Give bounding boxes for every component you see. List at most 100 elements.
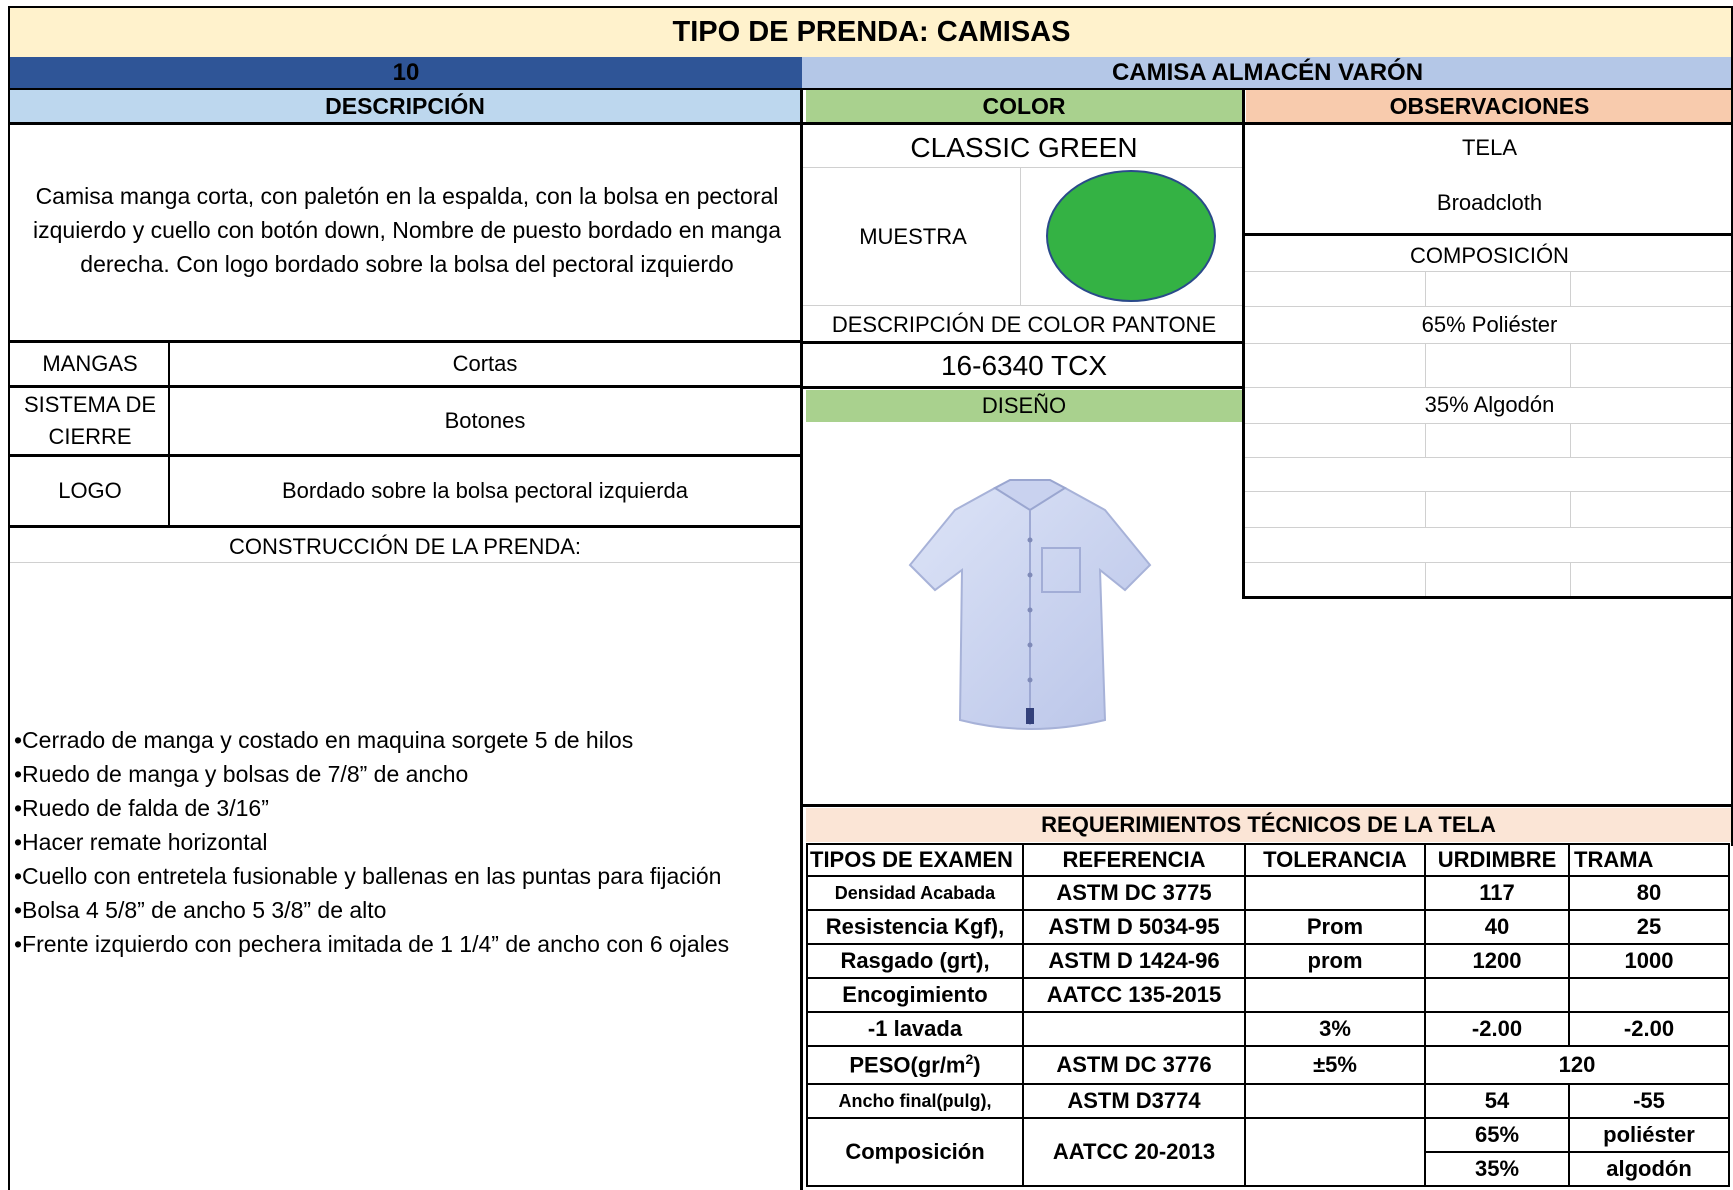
divider xyxy=(1245,527,1731,528)
spec-value-mangas: Cortas xyxy=(452,351,518,376)
fabric-label: TELA xyxy=(1461,135,1518,160)
divider xyxy=(1020,167,1021,305)
pantone-label: DESCRIPCIÓN DE COLOR PANTONE xyxy=(831,312,1217,337)
item-number: 10 xyxy=(10,57,802,88)
color-header: COLOR xyxy=(806,90,1242,122)
cell: AATCC 135-2015 xyxy=(1022,977,1246,1013)
cell: 1000 xyxy=(1568,943,1730,979)
color-swatch xyxy=(1046,170,1216,302)
divider xyxy=(1245,306,1731,307)
sample-label: MUESTRA xyxy=(859,223,967,249)
col-referencia: REFERENCIA xyxy=(1022,843,1246,877)
divider xyxy=(1245,387,1731,388)
table-row-width: Ancho final(pulg), ASTM D3774 54 -55 xyxy=(806,1083,1730,1119)
divider xyxy=(1570,491,1571,527)
border xyxy=(8,88,1733,90)
requirements-header: REQUERIMIENTOS TÉCNICOS DE LA TELA xyxy=(806,808,1731,842)
construction-item: •Hacer remate horizontal xyxy=(14,829,268,855)
cell: PESO(gr/m2) xyxy=(806,1045,1024,1085)
item-name: CAMISA ALMACÉN VARÓN xyxy=(802,57,1733,88)
divider xyxy=(1570,562,1571,596)
spec-value-cierre: Botones xyxy=(444,408,526,433)
cell: 54 xyxy=(1424,1083,1570,1119)
cell: 65% xyxy=(1424,1117,1570,1153)
cell: -2.00 xyxy=(1568,1011,1730,1047)
divider xyxy=(1245,457,1731,458)
construction-item: •Cerrado de manga y costado en maquina s… xyxy=(14,727,634,753)
cell: ASTM DC 3775 xyxy=(1022,875,1246,911)
color-name: CLASSIC GREEN xyxy=(910,132,1138,163)
table-header-row: TIPOS DE EXAMEN REFERENCIA TOLERANCIA UR… xyxy=(806,843,1730,877)
border xyxy=(1731,6,1733,846)
divider xyxy=(1242,233,1733,236)
divider xyxy=(803,386,1242,389)
table-row-weight: PESO(gr/m2) ASTM DC 3776 ±5% 120 xyxy=(806,1045,1730,1085)
cell xyxy=(1244,977,1426,1013)
table-row: -1 lavada 3% -2.00 -2.00 xyxy=(806,1011,1730,1047)
divider xyxy=(168,340,170,527)
cell: -2.00 xyxy=(1424,1011,1570,1047)
divider xyxy=(10,562,800,563)
table-row: Rasgado (grt), ASTM D 1424-96 prom 1200 … xyxy=(806,943,1730,979)
divider xyxy=(8,340,803,343)
divider xyxy=(803,167,1242,168)
table-row: Densidad Acabada ASTM DC 3775 117 80 xyxy=(806,875,1730,911)
cell: Ancho final(pulg), xyxy=(806,1083,1024,1119)
construction-item: •Bolsa 4 5/8” de ancho 5 3/8” de alto xyxy=(14,897,387,923)
construction-item: •Ruedo de manga y bolsas de 7/8” de anch… xyxy=(14,761,469,787)
cell: ASTM D 1424-96 xyxy=(1022,943,1246,979)
spec-value-logo: Bordado sobre la bolsa pectoral izquierd… xyxy=(281,478,689,503)
cell xyxy=(1568,977,1730,1013)
cell xyxy=(1424,977,1570,1013)
divider xyxy=(1425,271,1426,306)
border xyxy=(8,6,10,1190)
description-text: Camisa manga corta, con paletón en la es… xyxy=(33,183,781,277)
cell: prom xyxy=(1244,943,1426,979)
cell: 1200 xyxy=(1424,943,1570,979)
divider xyxy=(1425,343,1426,387)
divider xyxy=(1425,423,1426,457)
construction-item: •Frente izquierdo con pechera imitada de… xyxy=(14,931,730,957)
divider xyxy=(1425,562,1426,596)
requirements-table: TIPOS DE EXAMEN REFERENCIA TOLERANCIA UR… xyxy=(806,843,1730,1187)
divider xyxy=(803,305,1242,306)
divider xyxy=(8,525,803,528)
construction-item: •Ruedo de falda de 3/16” xyxy=(14,795,269,821)
divider xyxy=(1425,491,1426,527)
col-trama: TRAMA xyxy=(1568,843,1730,877)
cell: 80 xyxy=(1568,875,1730,911)
divider xyxy=(1242,596,1733,599)
cell: -1 lavada xyxy=(806,1011,1024,1047)
cell xyxy=(1244,1083,1426,1119)
cell: -55 xyxy=(1568,1083,1730,1119)
cell: ±5% xyxy=(1244,1045,1426,1085)
cell: 40 xyxy=(1424,909,1570,945)
composition-1: 65% Poliéster xyxy=(1421,312,1558,337)
table-row-composition: Composición AATCC 20-2013 65% poliéster xyxy=(806,1117,1730,1187)
divider xyxy=(1242,88,1245,598)
cell: Rasgado (grt), xyxy=(806,943,1024,979)
cell: Encogimiento xyxy=(806,977,1024,1013)
col-tipos: TIPOS DE EXAMEN xyxy=(806,843,1024,877)
fabric-value: Broadcloth xyxy=(1436,190,1543,215)
description-header: DESCRIPCIÓN xyxy=(10,90,800,122)
cell: ASTM D 5034-95 xyxy=(1022,909,1246,945)
divider xyxy=(1570,423,1571,457)
divider xyxy=(8,454,803,457)
divider xyxy=(1245,271,1731,272)
cell: ASTM D3774 xyxy=(1022,1083,1246,1119)
cell: Prom xyxy=(1244,909,1426,945)
construction-list: •Cerrado de manga y costado en maquina s… xyxy=(14,723,804,961)
cell: 35% xyxy=(1424,1151,1570,1187)
cell xyxy=(1244,1117,1426,1187)
divider xyxy=(803,804,1733,807)
table-row: Encogimiento AATCC 135-2015 xyxy=(806,977,1730,1013)
construction-item: •Cuello con entretela fusionable y balle… xyxy=(14,863,722,889)
cell: 117 xyxy=(1424,875,1570,911)
border xyxy=(8,6,1733,8)
divider xyxy=(1245,343,1731,344)
divider xyxy=(803,341,1242,344)
pantone-code: 16-6340 TCX xyxy=(940,350,1108,381)
col-urdimbre: URDIMBRE xyxy=(1424,843,1570,877)
divider xyxy=(1245,423,1731,424)
